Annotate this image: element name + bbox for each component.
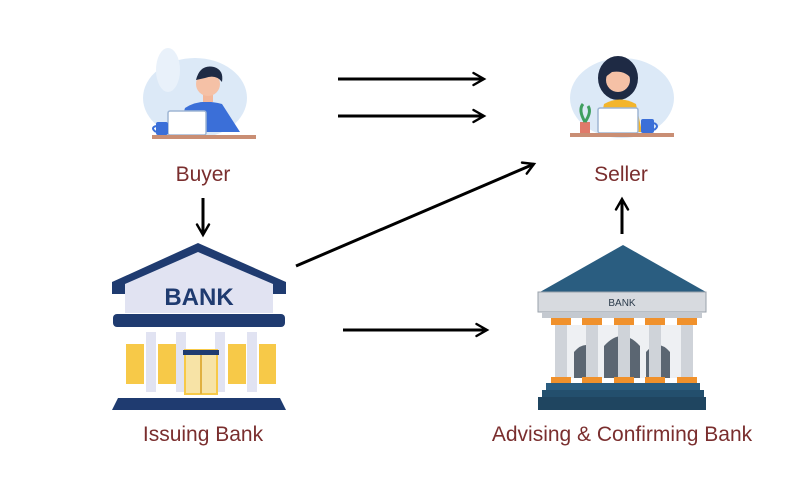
- seller-label: Seller: [594, 163, 648, 186]
- advising-bank-illustration: BANK: [537, 245, 707, 410]
- advising-bank-label: Advising & Confirming Bank: [491, 423, 753, 446]
- issuing-bank-label: Issuing Bank: [142, 423, 264, 446]
- issuing-bank-illustration: BANK: [112, 243, 286, 410]
- advising-bank-sign: BANK: [608, 298, 636, 309]
- arrows: [195, 71, 630, 338]
- buyer-illustration: [143, 48, 256, 139]
- seller-illustration: [570, 56, 674, 138]
- arrow-issuing-bank-to-seller: [295, 161, 537, 268]
- issuing-bank-sign: BANK: [164, 284, 234, 311]
- buyer-label: Buyer: [175, 163, 231, 186]
